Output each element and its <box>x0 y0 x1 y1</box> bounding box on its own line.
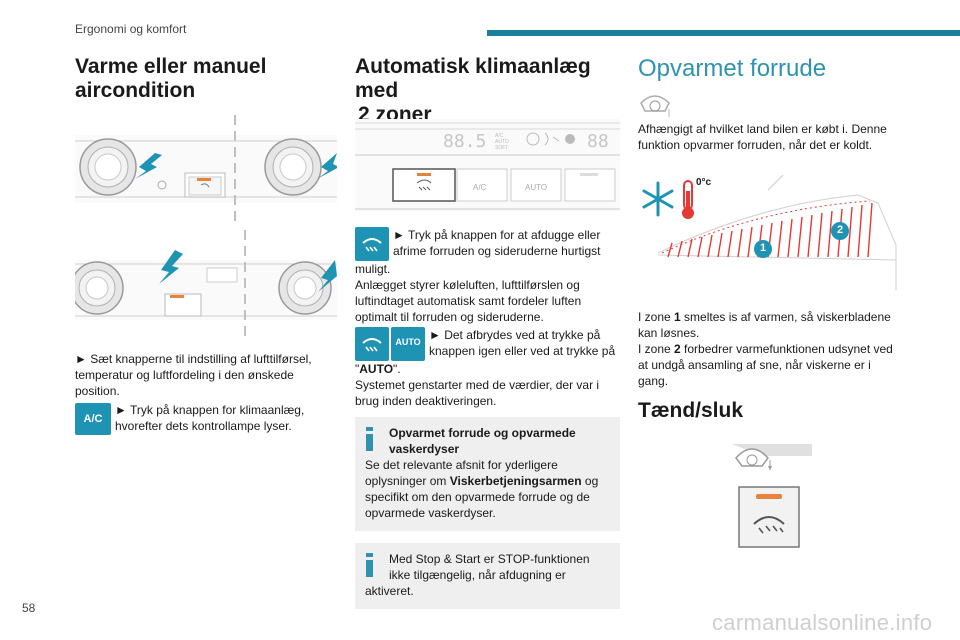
running-header: Ergonomi og komfort <box>75 22 187 36</box>
auto-button-icon: AUTO <box>391 327 425 361</box>
info-box-heated-windscreen: Opvarmet forrude og opvarmede vaskerdyse… <box>355 417 620 531</box>
defrost-icon-2 <box>355 327 389 361</box>
defrost-glyph-icon-2 <box>362 338 382 352</box>
section-title-manual-ac: Varme eller manuel aircondition <box>75 55 267 102</box>
section-title-heated-windscreen: Opvarmet forrude <box>638 55 827 82</box>
panel-ac-button-label: A/C <box>473 183 487 192</box>
heated-windscreen-intro: Afhængigt af hvilket land bilen er købt … <box>638 122 887 152</box>
defrost-instruction: ► Tryk på knappen for at afdugge eller <box>393 228 601 242</box>
defrost-glyph-icon <box>362 238 382 252</box>
column-auto-ac: Automatisk klimaanlæg med 2 zoner 88.5 8… <box>355 55 620 609</box>
column-manual-ac: Varme eller manuel aircondition <box>75 55 337 435</box>
info-box-stop-start: Med Stop & Start er STOP-funktionen ikke… <box>355 543 620 609</box>
snowflake-icon <box>642 181 674 217</box>
header-accent-bar <box>487 30 960 36</box>
heated-windscreen-button-icon[interactable] <box>738 486 800 548</box>
info-icon <box>366 427 373 451</box>
manual-ac-instruction: ► Sæt knapperne til indstilling af luftt… <box>75 352 312 398</box>
manual-ac-panel-illustration <box>75 230 337 340</box>
windscreen-drawing <box>642 174 897 290</box>
zone-1-badge-circle <box>754 240 772 258</box>
panel-small-label: A/C AUTO SOFT <box>495 133 509 151</box>
thermometer-icon <box>682 180 694 219</box>
defrost-icon <box>355 227 389 261</box>
zone-2-badge-circle <box>831 222 849 240</box>
watermark: carmanualsonline.info <box>712 610 933 635</box>
windscreen-zones-illustration: 0°c 1 2 <box>638 174 900 295</box>
deactivate-instruction: ► Det afbrydes ved at trykke på <box>429 328 601 342</box>
temperature-label: 0°c <box>696 177 712 188</box>
panel-auto-button-label: AUTO <box>525 183 548 192</box>
ac-button-icon: A/C <box>75 403 111 435</box>
page-number: 58 <box>22 601 36 615</box>
panel-frame <box>355 119 620 211</box>
zone-1-text: I zone 1 smeltes is af varmen, så visker… <box>638 310 891 340</box>
section-title-on-off: Tænd/sluk <box>638 399 744 422</box>
info-icon-2 <box>366 553 373 577</box>
system-control-text: Anlægget styrer køleluften, lufttilførsl… <box>355 278 582 324</box>
section-title-auto-ac: Automatisk klimaanlæg med 2 zoner <box>355 55 591 126</box>
zone-2-text: I zone 2 forbedrer varmefunktionen udsyn… <box>638 342 893 388</box>
auto-ac-panel-illustration: 88.5 88 A/C AUTO SOFT A/C AUTO <box>355 119 620 211</box>
steering-wheel-stalk-icon <box>732 444 812 470</box>
manual-ac-knobs-illustration <box>75 115 337 225</box>
panel-display: 88.5 <box>443 131 487 152</box>
heated-windscreen-small-icon <box>640 95 670 117</box>
restart-text: Systemet genstarter med de værdier, der … <box>355 378 600 408</box>
panel-display-right: 88 <box>587 131 609 152</box>
zone-1-badge: 1 <box>759 242 767 254</box>
column-heated-windscreen: Opvarmet forrude Afhængigt af hvilket la… <box>638 55 903 548</box>
zone-2-badge: 2 <box>836 224 844 236</box>
ac-press-text: ► Tryk på knappen for klimaanlæg, <box>115 403 305 417</box>
info-box-body: Se det relevante afsnit for yderligere o… <box>365 458 599 520</box>
